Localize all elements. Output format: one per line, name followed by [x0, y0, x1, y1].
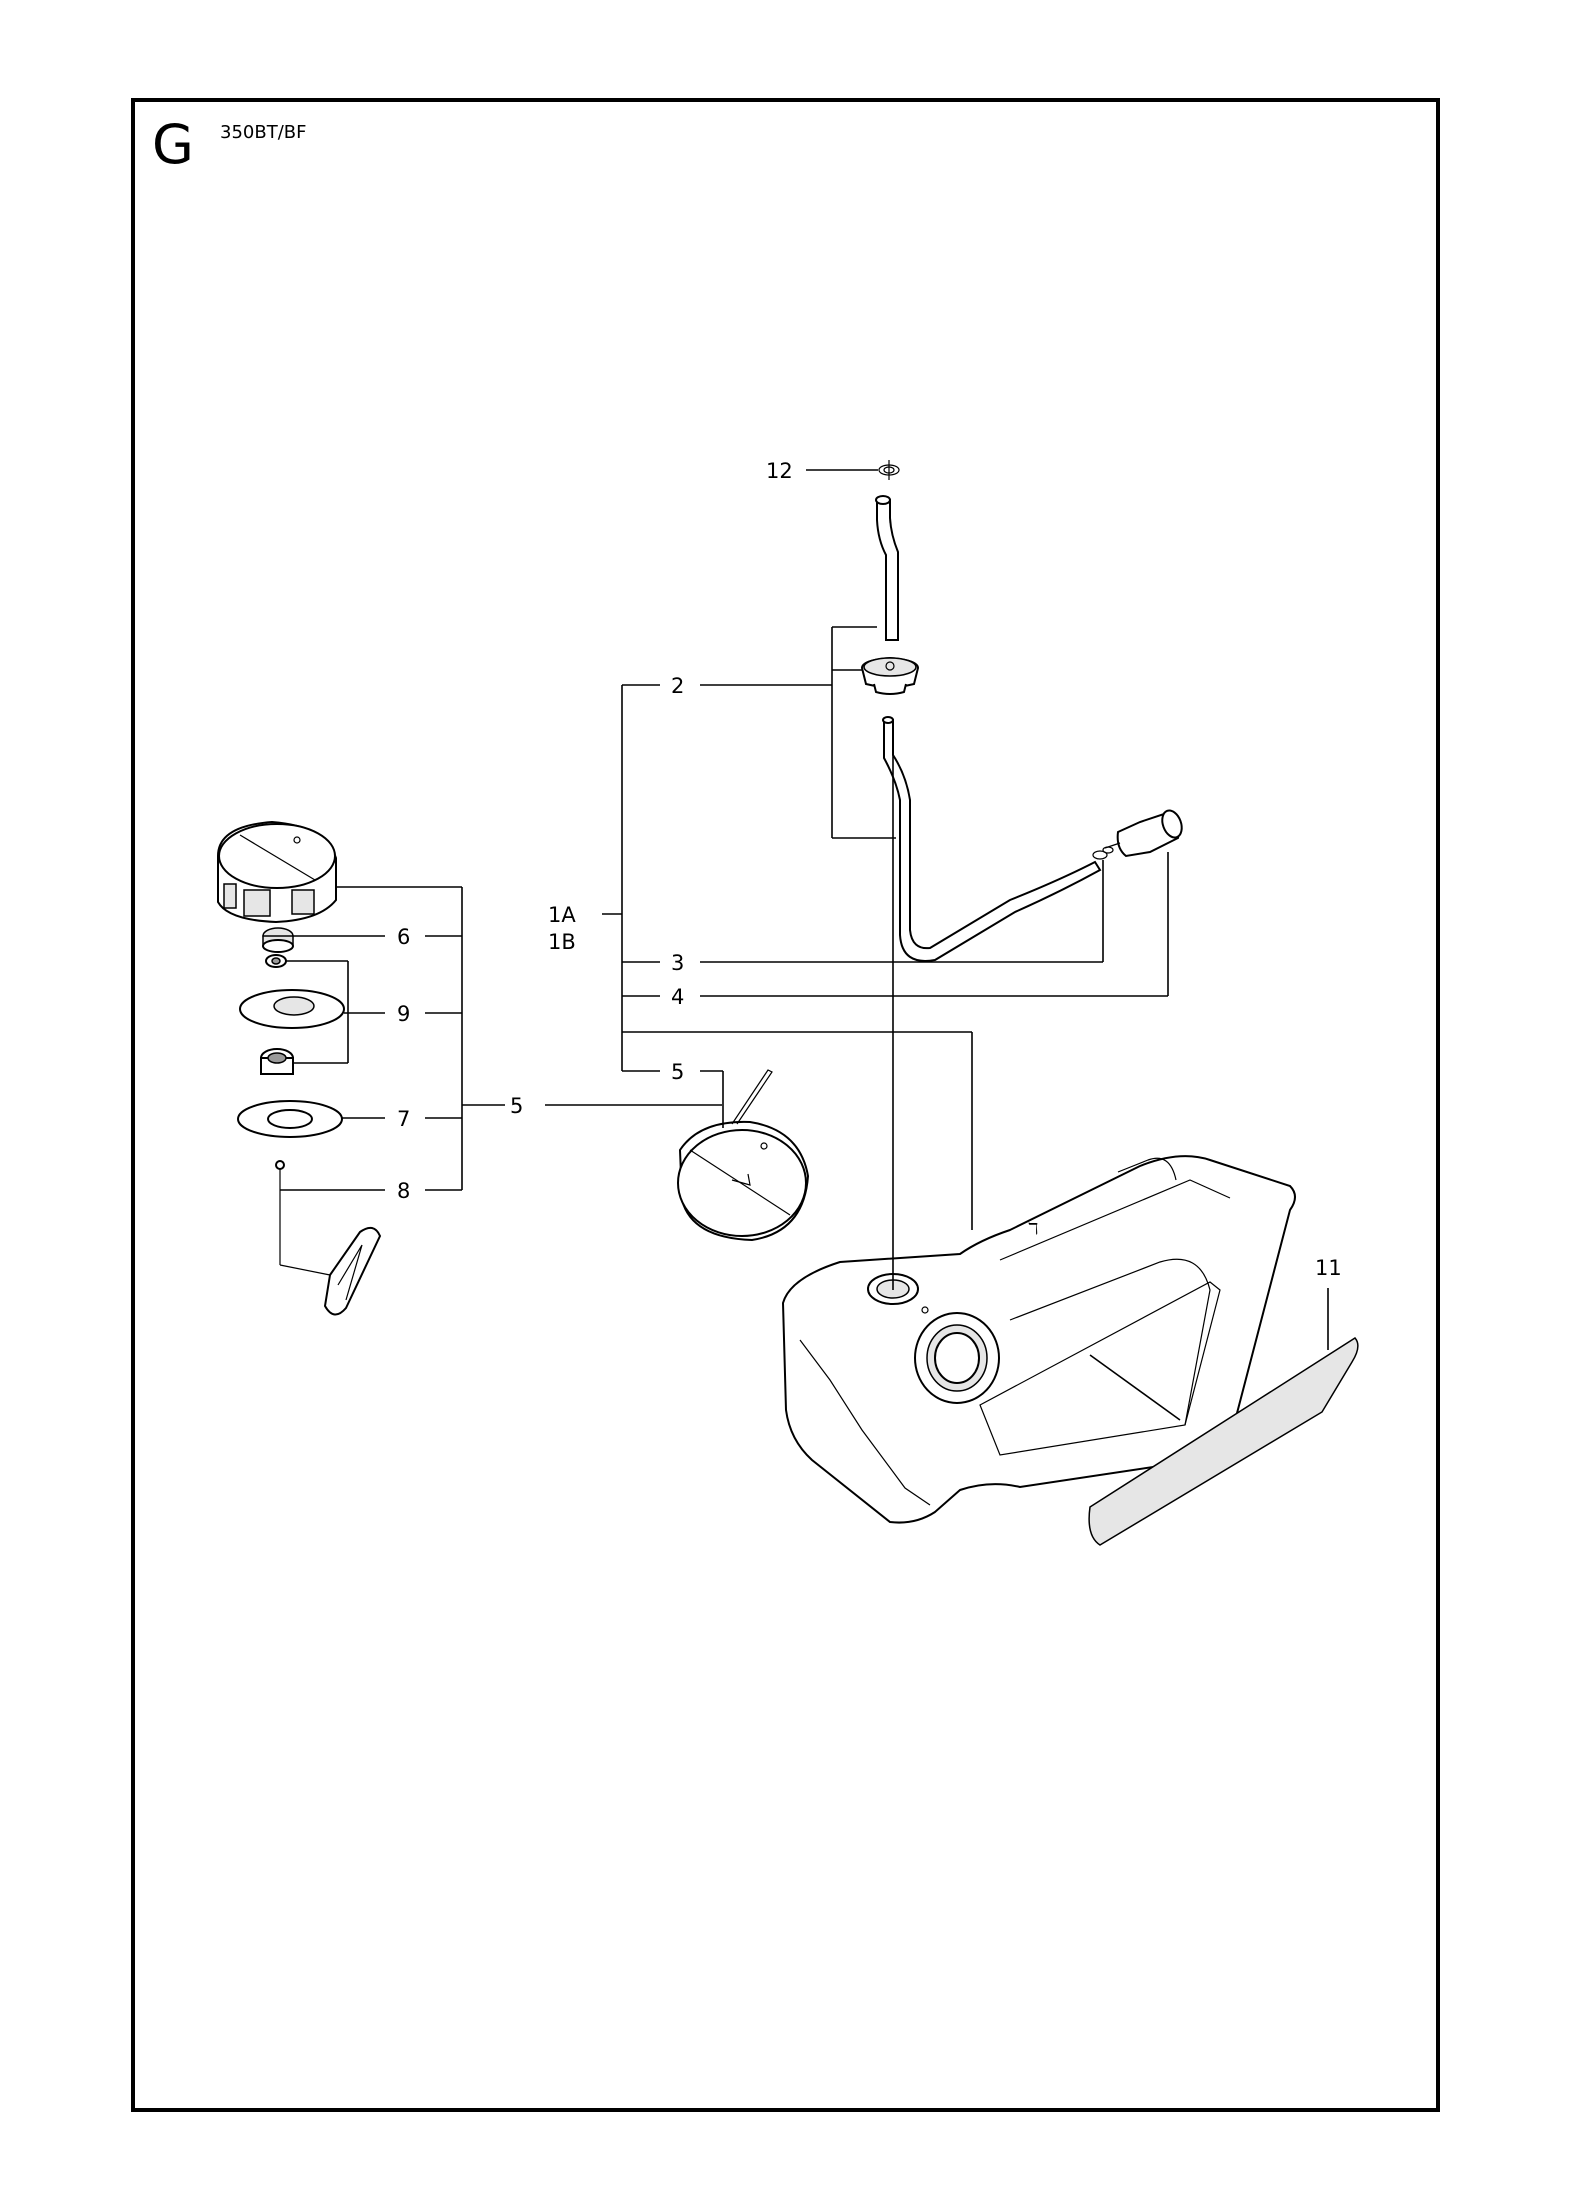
callout-8: 8	[397, 1179, 410, 1203]
label-part-11	[1088, 1337, 1359, 1546]
callout-5-top: 5	[671, 1060, 684, 1084]
fuel-cap-assembly	[217, 820, 382, 1316]
leader-lines	[280, 469, 1329, 1421]
section-letter: G	[152, 113, 194, 176]
callout-3: 3	[671, 951, 684, 975]
diagram-frame	[131, 98, 1440, 2112]
clip-part-12	[878, 460, 900, 480]
callout-12: 12	[766, 459, 793, 483]
callout-5-left: 5	[510, 1094, 523, 1118]
callout-7: 7	[397, 1107, 410, 1131]
callout-4: 4	[671, 985, 684, 1009]
fuel-cap-part-5	[677, 1069, 810, 1242]
callout-labels: 12 2 1A 1B 3 4 5 6 9 5 7 8 11	[397, 459, 1342, 1280]
tank-marking: ℸ	[1028, 1219, 1038, 1238]
callout-2: 2	[671, 674, 684, 698]
model-label: 350BT/BF	[220, 122, 307, 143]
callout-1b: 1B	[548, 930, 576, 954]
callout-1a: 1A	[548, 903, 576, 927]
callout-9: 9	[397, 1002, 410, 1026]
fuel-line-assembly-part-2	[860, 495, 1183, 962]
callout-6: 6	[397, 925, 410, 949]
callout-11: 11	[1315, 1256, 1342, 1280]
